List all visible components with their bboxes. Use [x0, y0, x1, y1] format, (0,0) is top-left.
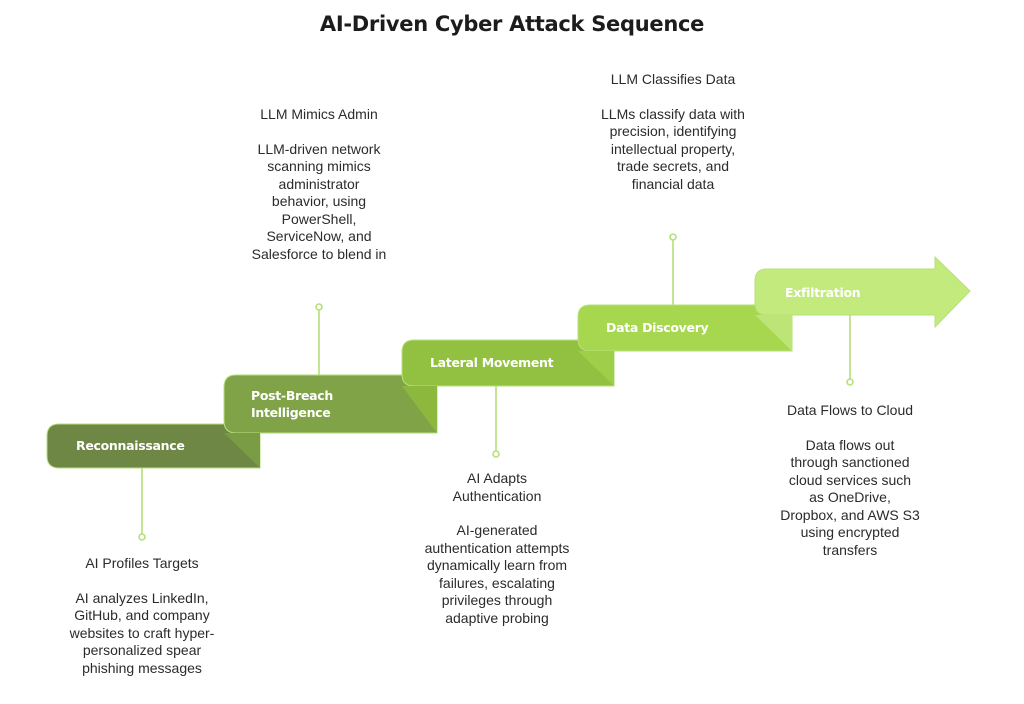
step-label-post-breach: Post-Breach Intelligence — [251, 388, 333, 420]
note-description: Data flows out through sanctioned cloud … — [780, 436, 920, 558]
step-label-lateral-movement: Lateral Movement — [430, 355, 554, 370]
note-description: LLM-driven network scanning mimics admin… — [251, 140, 387, 262]
note-description: LLMs classify data with precision, ident… — [601, 105, 745, 192]
note-heading: Data Flows to Cloud — [786, 402, 914, 418]
connector-dot-lateral-movement — [492, 450, 500, 458]
step-post-breach-flap — [224, 433, 260, 468]
step-label-exfiltration: Exfiltration — [785, 285, 861, 300]
note-post-breach: LLM Mimics Admin LLM-driven network scan… — [250, 106, 388, 263]
step-data-discovery-flap — [578, 351, 614, 386]
step-lateral-movement-flap — [402, 386, 437, 433]
note-reconnaissance: AI Profiles Targets AI analyzes LinkedIn… — [67, 555, 217, 677]
note-heading: LLM Mimics Admin — [260, 106, 378, 122]
diagram-title: AI-Driven Cyber Attack Sequence — [319, 12, 705, 36]
note-heading: AI Profiles Targets — [85, 555, 199, 571]
note-description: AI analyzes LinkedIn, GitHub, and compan… — [69, 589, 215, 676]
note-description: AI-generated authentication attempts dyn… — [424, 522, 570, 626]
connector-dot-data-discovery — [669, 233, 677, 241]
step-label-data-discovery: Data Discovery — [606, 320, 709, 335]
connector-dot-exfiltration — [846, 378, 854, 386]
note-exfiltration: Data Flows to Cloud Data flows out throu… — [780, 402, 920, 559]
note-lateral-movement: AI Adapts Authentication AI-generated au… — [424, 470, 570, 627]
step-label-reconnaissance: Reconnaissance — [76, 438, 185, 453]
note-heading: AI Adapts Authentication — [452, 470, 542, 504]
connector-dot-reconnaissance — [138, 533, 146, 541]
step-reconnaissance-shape — [46, 423, 261, 469]
note-heading: LLM Classifies Data — [610, 71, 736, 87]
step-exfiltration-flap — [755, 315, 792, 351]
connector-dot-post-breach — [315, 303, 323, 311]
note-data-discovery: LLM Classifies Data LLMs classify data w… — [598, 71, 748, 193]
step-exfiltration-arrow — [754, 255, 971, 329]
